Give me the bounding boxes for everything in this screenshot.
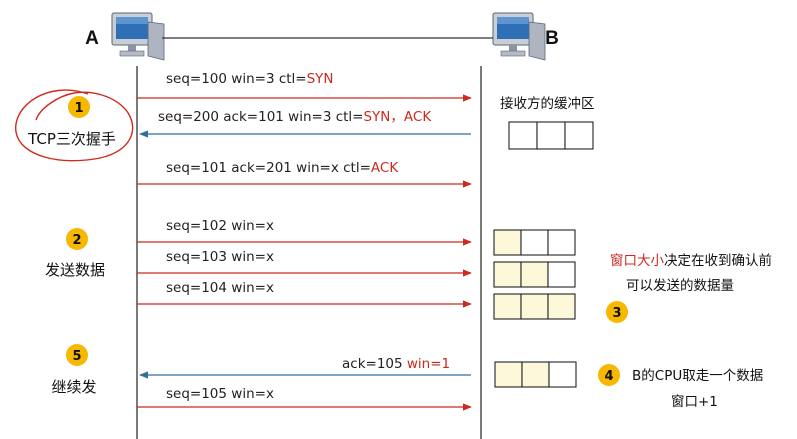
buffer-cell	[493, 261, 522, 288]
message-label-7: ack=105 win=1	[342, 356, 450, 372]
buffer-cell	[547, 293, 576, 320]
buffer-cell	[520, 229, 549, 256]
buffer-cell	[547, 229, 576, 256]
buffer-cell	[536, 121, 566, 150]
message-label-8: seq=105 win=x	[166, 386, 274, 402]
buffer-cell	[520, 261, 549, 288]
handwritten-circle	[15, 89, 134, 162]
window-note-line-1: 窗口大小决定在收到确认前	[610, 252, 772, 269]
window-note-line-2: 可以发送的数据量	[626, 278, 734, 294]
step-badge-5-number: 5	[72, 349, 81, 364]
step-label-1: TCP三次握手	[27, 130, 116, 148]
step-badge-5	[66, 344, 88, 366]
step-badge-1-number: 1	[74, 101, 83, 116]
receiver-buffers	[493, 121, 594, 388]
buffer-cell	[548, 361, 577, 388]
buffer-cell	[493, 293, 522, 320]
buffer-cell	[520, 293, 549, 320]
buffer-cell	[521, 361, 550, 388]
message-label-4: seq=102 win=x	[166, 218, 274, 234]
step-label-5: 继续发	[51, 378, 96, 396]
note-badge-3-number: 3	[612, 306, 621, 321]
step-badge-2-number: 2	[72, 233, 81, 248]
message-label-2: seq=200 ack=101 win=3 ctl=SYN，ACK	[158, 109, 432, 125]
host-a-label: A	[85, 28, 99, 49]
note-badge-3	[606, 301, 628, 323]
buffer-title: 接收方的缓冲区	[500, 95, 595, 112]
computer-icon	[111, 12, 165, 61]
cpu-note-line-2: 窗口+1	[671, 393, 718, 410]
step-badge-1	[68, 96, 90, 118]
note-badge-4	[598, 364, 620, 386]
note-badge-4-number: 4	[604, 369, 613, 384]
cpu-note-line-1: B的CPU取走一个数据	[632, 368, 763, 384]
message-label-1: seq=100 win=3 ctl=SYN	[166, 71, 334, 87]
step-label-2: 发送数据	[45, 261, 105, 279]
buffer-cell	[508, 121, 538, 150]
buffer-cell	[493, 229, 522, 256]
message-label-6: seq=104 win=x	[166, 280, 274, 296]
host-b-label: B	[545, 28, 559, 49]
step-badge-2	[66, 228, 88, 250]
message-label-3: seq=101 ack=201 win=x ctl=ACK	[166, 160, 399, 176]
buffer-cell	[547, 261, 576, 288]
buffer-cell	[564, 121, 594, 150]
computer-icon	[492, 12, 546, 61]
message-label-5: seq=103 win=x	[166, 249, 274, 265]
buffer-cell	[494, 361, 523, 388]
